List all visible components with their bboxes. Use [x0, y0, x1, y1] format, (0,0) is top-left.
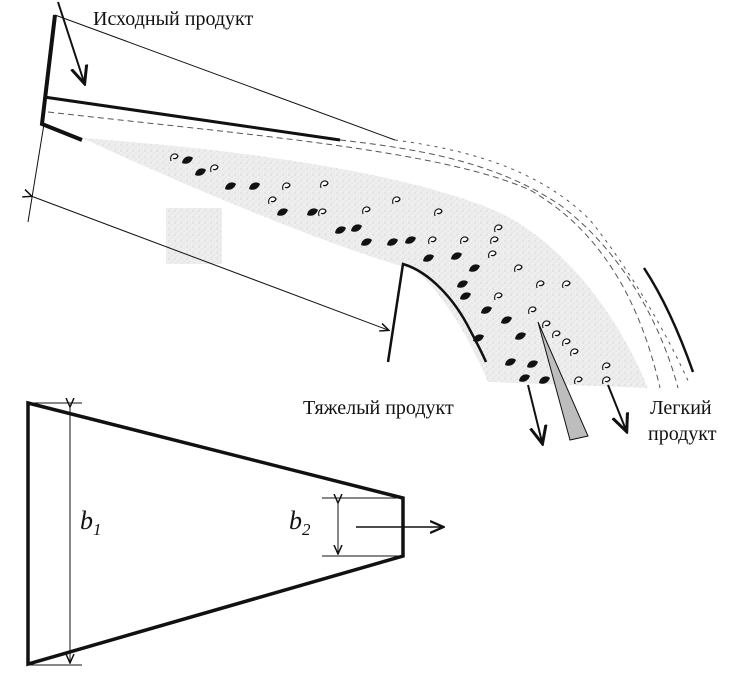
light-particle — [542, 320, 551, 329]
light-particle — [392, 196, 401, 205]
heavy-particle — [501, 316, 512, 324]
light-particle — [320, 180, 329, 189]
heavy-particle — [473, 334, 484, 342]
light-particle — [570, 348, 579, 357]
light-particle — [490, 236, 499, 245]
heavy-particle — [481, 306, 492, 314]
pulp-sample-square — [166, 208, 222, 264]
heavy-particle — [457, 280, 468, 288]
feed-wall — [39, 14, 83, 142]
light-product-label-line2: продукт — [648, 423, 717, 445]
b2-subscript: 2 — [302, 520, 311, 540]
flow-line-3 — [394, 139, 691, 386]
splitter-blade — [537, 321, 589, 441]
light-particle — [170, 153, 179, 162]
feed-arrow — [57, 1, 84, 82]
light-particle — [318, 208, 327, 217]
b2-letter: b — [289, 506, 302, 535]
pulp-stream — [82, 138, 648, 388]
chute-plan-view — [26, 403, 442, 667]
light-particle — [210, 164, 219, 173]
length-dimension-line — [31, 196, 388, 330]
heavy-outlet-arrow — [527, 384, 542, 442]
light-product-label-line1: Легкий — [650, 397, 712, 419]
heavy-particle — [527, 360, 538, 368]
light-particle — [562, 280, 571, 289]
heavy-particle — [423, 254, 434, 262]
light-particle — [552, 330, 561, 339]
light-particle — [602, 376, 611, 385]
light-particle — [460, 236, 469, 245]
particle-group — [170, 153, 611, 385]
heavy-particle — [225, 182, 236, 190]
heavy-particle — [505, 358, 516, 366]
light-particle — [528, 306, 537, 315]
length-extension-line — [27, 123, 45, 223]
light-particle — [488, 250, 497, 259]
b1-letter: b — [80, 506, 93, 535]
heavy-particle — [195, 168, 206, 176]
outer-wall — [642, 267, 695, 373]
heavy-particle — [182, 156, 193, 164]
heavy-particle — [405, 236, 416, 244]
heavy-particle — [451, 252, 462, 260]
light-particle — [602, 362, 611, 371]
heavy-particle — [387, 238, 398, 246]
heavy-particle — [361, 238, 372, 246]
heavy-particle — [249, 182, 260, 190]
heavy-particle — [469, 264, 480, 272]
light-particle — [574, 376, 583, 385]
heavy-particle — [277, 208, 288, 216]
b1-subscript: 1 — [93, 520, 102, 540]
light-particle — [494, 292, 503, 301]
light-particle — [514, 264, 523, 273]
b2-label: b2 — [289, 505, 311, 541]
heavy-particle — [519, 374, 530, 382]
light-particle — [362, 206, 371, 215]
heavy-particle — [335, 226, 346, 234]
heavy-particle — [515, 332, 526, 340]
light-particle — [494, 224, 503, 233]
feed-label: Исходный продукт — [93, 8, 254, 30]
light-particle — [434, 208, 443, 217]
light-particle — [268, 196, 277, 205]
flow-line-1 — [47, 111, 661, 389]
light-particle — [536, 280, 545, 289]
heavy-product-label: Тяжелый продукт — [303, 397, 454, 419]
flow-line-2 — [339, 139, 679, 389]
light-particle — [428, 236, 437, 245]
chute-side-view — [27, 1, 695, 442]
b1-label: b1 — [80, 505, 102, 541]
heavy-particle — [307, 208, 318, 216]
light-particle — [282, 182, 291, 191]
feed-guide-line — [54, 14, 396, 141]
heavy-ridge — [386, 262, 488, 363]
light-particle — [562, 338, 571, 347]
heavy-particle — [460, 292, 471, 300]
light-outlet-arrow — [607, 384, 626, 430]
heavy-particle — [539, 376, 550, 384]
chute-bottom — [43, 95, 341, 142]
heavy-particle — [351, 224, 362, 232]
